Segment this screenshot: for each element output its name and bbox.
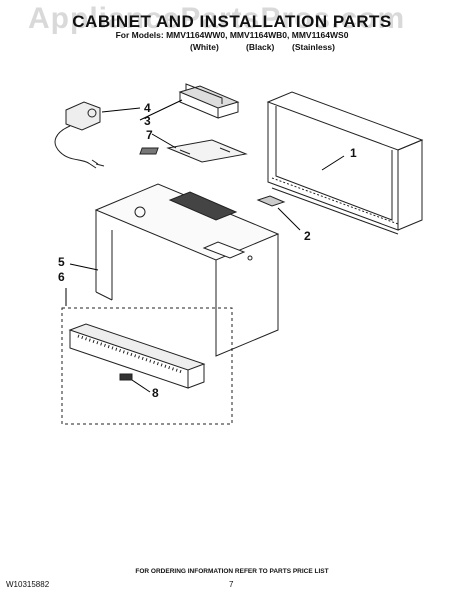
- damper-plate-part: [139, 139, 248, 163]
- filter-part: [119, 373, 133, 381]
- power-cord-part: [54, 101, 105, 169]
- models-line: For Models: MMV1164WW0, MMV1164WB0, MMV1…: [115, 30, 349, 40]
- cabinet-wrapper-part: [94, 183, 280, 357]
- callout-2: 2: [304, 229, 311, 243]
- finish-black: (Black): [246, 42, 275, 52]
- callout-4: 4: [144, 101, 151, 115]
- page-title: CABINET AND INSTALLATION PARTS: [72, 12, 392, 31]
- callout-5: 5: [58, 255, 65, 269]
- page-number: 7: [229, 580, 234, 589]
- grille-bracket-part: [178, 83, 240, 119]
- callout-6: 6: [58, 270, 65, 284]
- vent-grille-assembly-box: [61, 307, 233, 425]
- callout-1: 1: [350, 146, 357, 160]
- watermark: AppliancePartsPros.com: [28, 2, 406, 35]
- ordering-info-footer: FOR ORDERING INFORMATION REFER TO PARTS …: [135, 568, 329, 575]
- callout-7: 7: [146, 128, 153, 142]
- callout-3: 3: [144, 114, 151, 128]
- mounting-plate-part: [266, 91, 424, 235]
- small-bracket-part: [256, 195, 286, 207]
- document-number: W10315882: [6, 580, 50, 589]
- vent-grille-part: [68, 323, 206, 389]
- finish-stainless: (Stainless): [292, 42, 335, 52]
- finish-white: (White): [190, 42, 219, 52]
- callout-8: 8: [152, 386, 159, 400]
- leader-lines: [65, 99, 345, 393]
